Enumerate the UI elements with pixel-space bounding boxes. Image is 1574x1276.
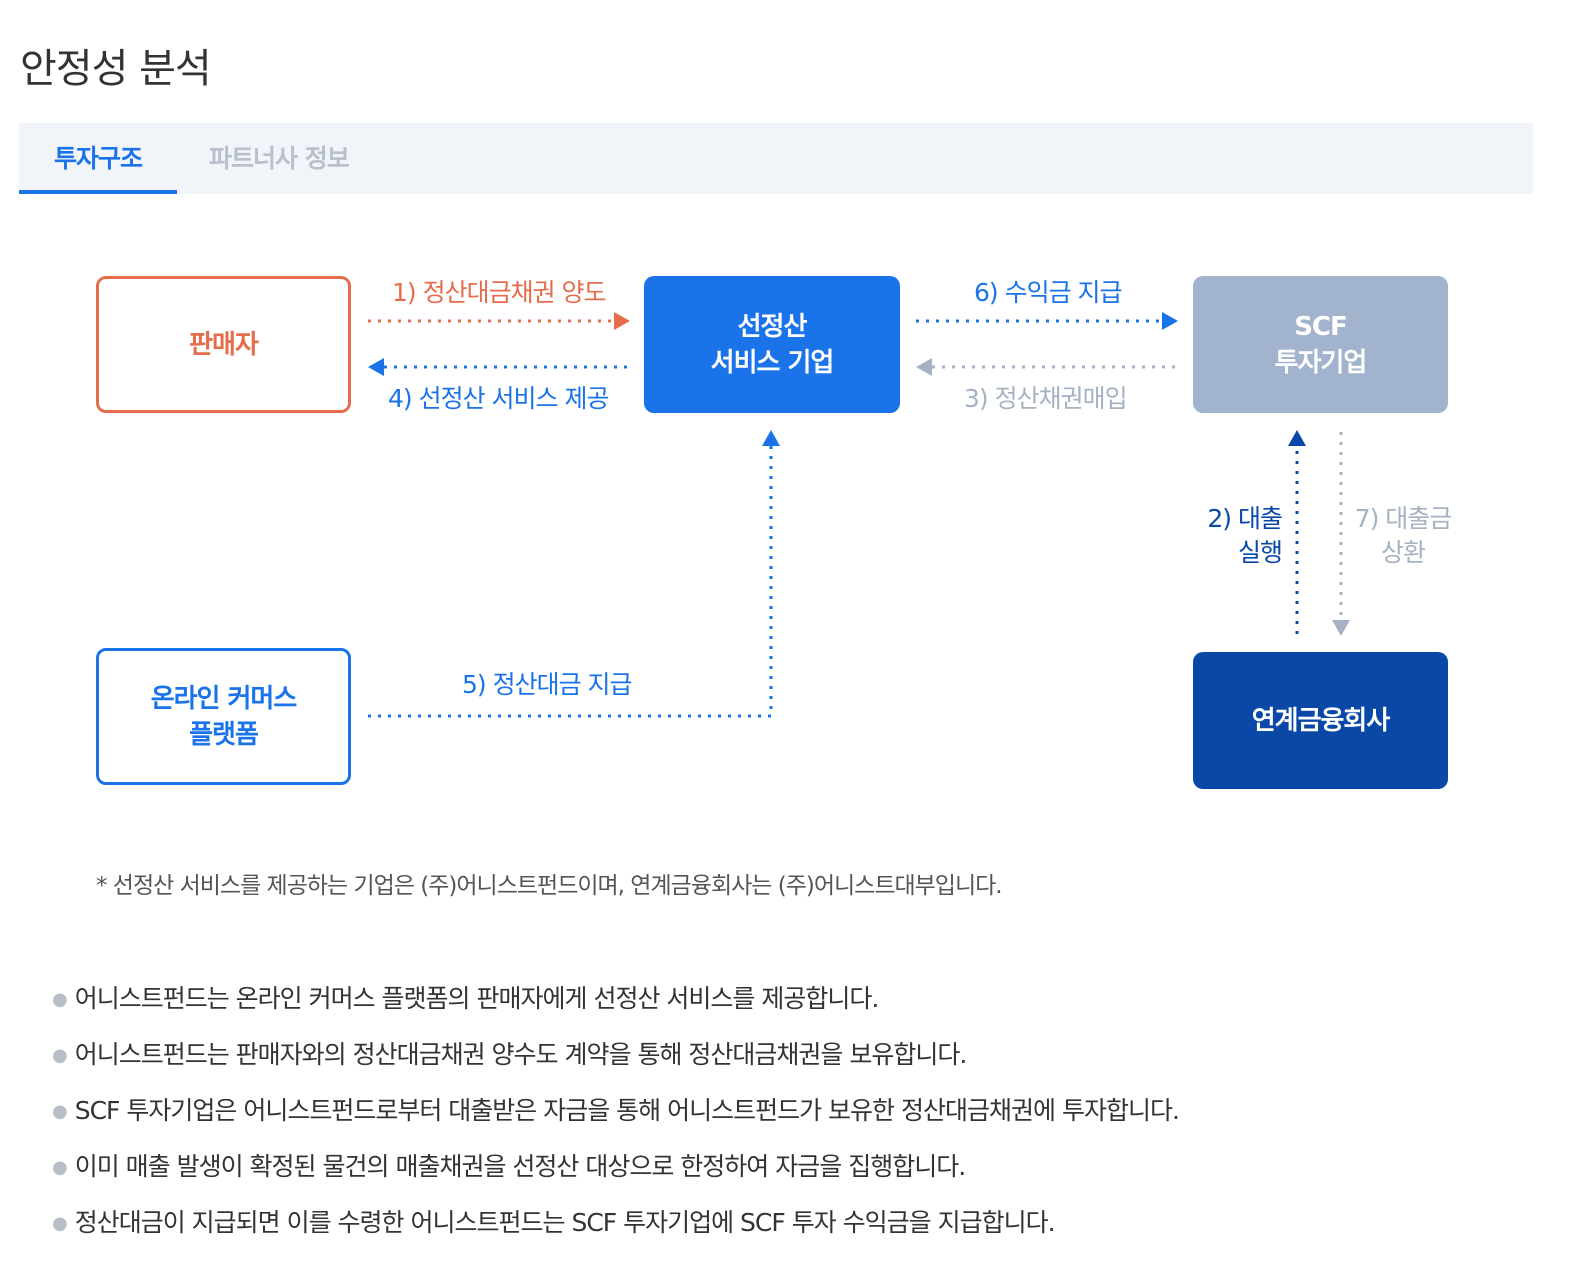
arrowhead-2 <box>1288 430 1306 446</box>
list-item: ●어니스트펀드는 판매자와의 정산대금채권 양수도 계약을 통해 정산대금채권을… <box>52 1040 967 1069</box>
node-scf-investor: SCF 투자기업 <box>1193 276 1448 413</box>
tab-bar: 투자구조 파트너사 정보 <box>19 123 1533 194</box>
description-list: ●어니스트펀드는 온라인 커머스 플랫폼의 판매자에게 선정산 서비스를 제공합… <box>52 978 1180 1258</box>
tab-partner-info[interactable]: 파트너사 정보 <box>209 144 350 173</box>
arrowhead-4 <box>368 358 384 376</box>
list-item: ●SCF 투자기업은 어니스트펀드로부터 대출받은 자금을 통해 어니스트펀드가… <box>52 1096 1180 1125</box>
arrowhead-6 <box>1162 312 1178 330</box>
edge-label-5: 5) 정산대금 지급 <box>462 670 633 699</box>
arrow-5-settlement <box>368 446 773 718</box>
edge-label-4: 4) 선정산 서비스 제공 <box>388 384 610 413</box>
bullet-dot-icon: ● <box>52 989 68 1010</box>
bullet-dot-icon: ● <box>52 1213 68 1234</box>
node-affiliated-finance: 연계금융회사 <box>1193 652 1448 789</box>
list-item: ●이미 매출 발생이 확정된 물건의 매출채권을 선정산 대상으로 한정하여 자… <box>52 1152 966 1181</box>
tab-investment-structure[interactable]: 투자구조 <box>19 123 177 194</box>
node-seller: 판매자 <box>96 276 351 413</box>
footnote: * 선정산 서비스를 제공하는 기업은 (주)어니스트펀드이며, 연계금융회사는… <box>96 873 1003 899</box>
node-early-settlement-service: 선정산 서비스 기업 <box>644 276 900 413</box>
bullet-dot-icon: ● <box>52 1101 68 1122</box>
edge-label-2: 2) 대출 실행 <box>1207 504 1283 567</box>
arrowhead-5 <box>762 430 780 446</box>
bullet-dot-icon: ● <box>52 1157 68 1178</box>
arrowhead-1 <box>614 312 630 330</box>
edge-label-3: 3) 정산채권매입 <box>964 384 1128 413</box>
page-title: 안정성 분석 <box>20 46 212 92</box>
edge-label-7: 7) 대출금 상환 <box>1354 504 1453 567</box>
node-commerce-platform: 온라인 커머스 플랫폼 <box>96 648 351 785</box>
arrowhead-3 <box>916 358 932 376</box>
edge-label-6: 6) 수익금 지급 <box>974 278 1123 307</box>
arrowhead-7 <box>1332 620 1350 636</box>
list-item: ●정산대금이 지급되면 이를 수령한 어니스트펀드는 SCF 투자기업에 SCF… <box>52 1208 1056 1237</box>
bullet-dot-icon: ● <box>52 1045 68 1066</box>
list-item: ●어니스트펀드는 온라인 커머스 플랫폼의 판매자에게 선정산 서비스를 제공합… <box>52 984 879 1013</box>
edge-label-1: 1) 정산대금채권 양도 <box>392 278 607 307</box>
